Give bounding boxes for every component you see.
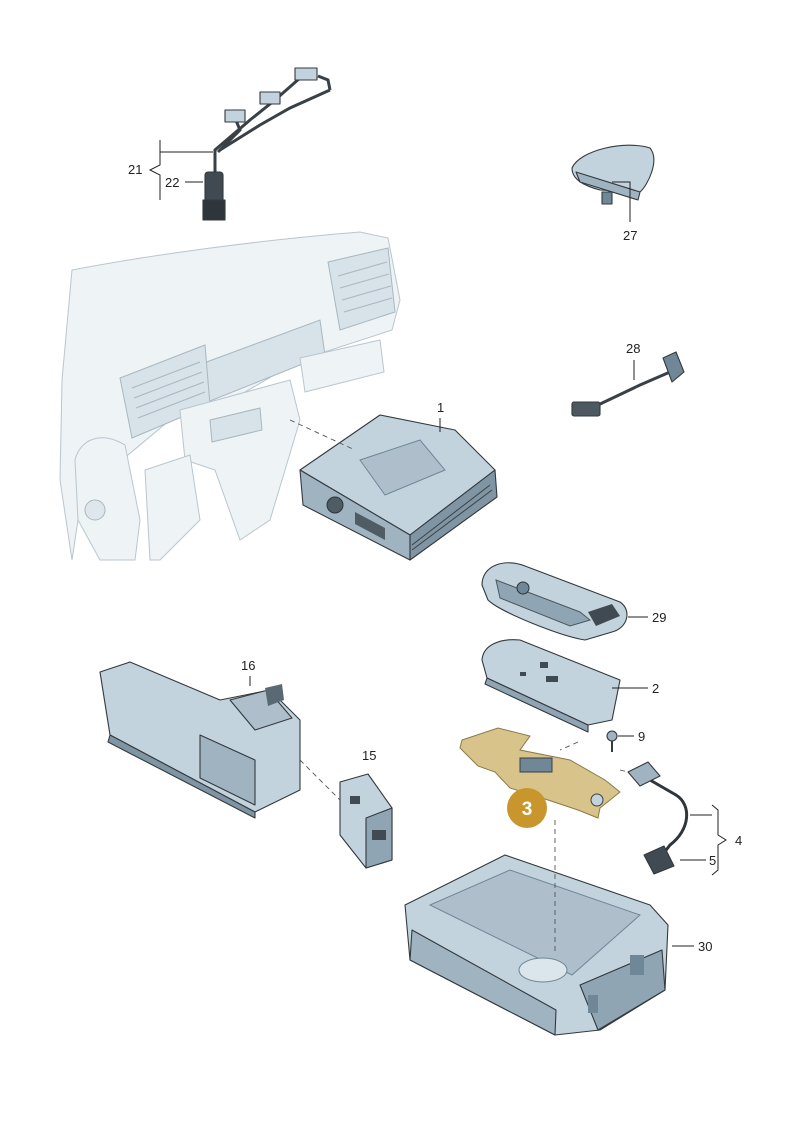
usb-cable-icon [627, 761, 689, 875]
label-part-4: 4 [735, 833, 742, 848]
label-part-1: 1 [437, 400, 444, 415]
label-part-5: 5 [709, 853, 716, 868]
callout-badge[interactable]: 3 [507, 788, 547, 828]
antenna-icon [571, 144, 655, 205]
label-part-2: 2 [652, 681, 659, 696]
label-part-22: 22 [165, 175, 179, 190]
label-part-27: 27 [623, 228, 637, 243]
label-part-21: 21 [128, 162, 142, 177]
leader-lines [148, 140, 727, 955]
antenna-cable-icon [571, 351, 685, 417]
label-part-30: 30 [698, 939, 712, 954]
control-module-icon [339, 773, 393, 869]
radio-unit-icon [299, 414, 498, 561]
callout-number: 3 [522, 799, 533, 820]
label-part-16: 16 [241, 658, 255, 673]
circuit-board-highlighted [459, 727, 621, 819]
storage-tray-icon [404, 854, 669, 1036]
label-part-29: 29 [652, 610, 666, 625]
wiring-harness-icon [202, 67, 332, 221]
dashboard-outline-icon [59, 231, 401, 561]
mounting-bracket-icon [99, 661, 301, 819]
label-part-9: 9 [638, 729, 645, 744]
phone-cradle-icon [481, 562, 628, 641]
label-part-15: 15 [362, 748, 376, 763]
mount-plate-icon [481, 639, 621, 733]
screw-icon [606, 730, 618, 752]
label-part-28: 28 [626, 341, 640, 356]
